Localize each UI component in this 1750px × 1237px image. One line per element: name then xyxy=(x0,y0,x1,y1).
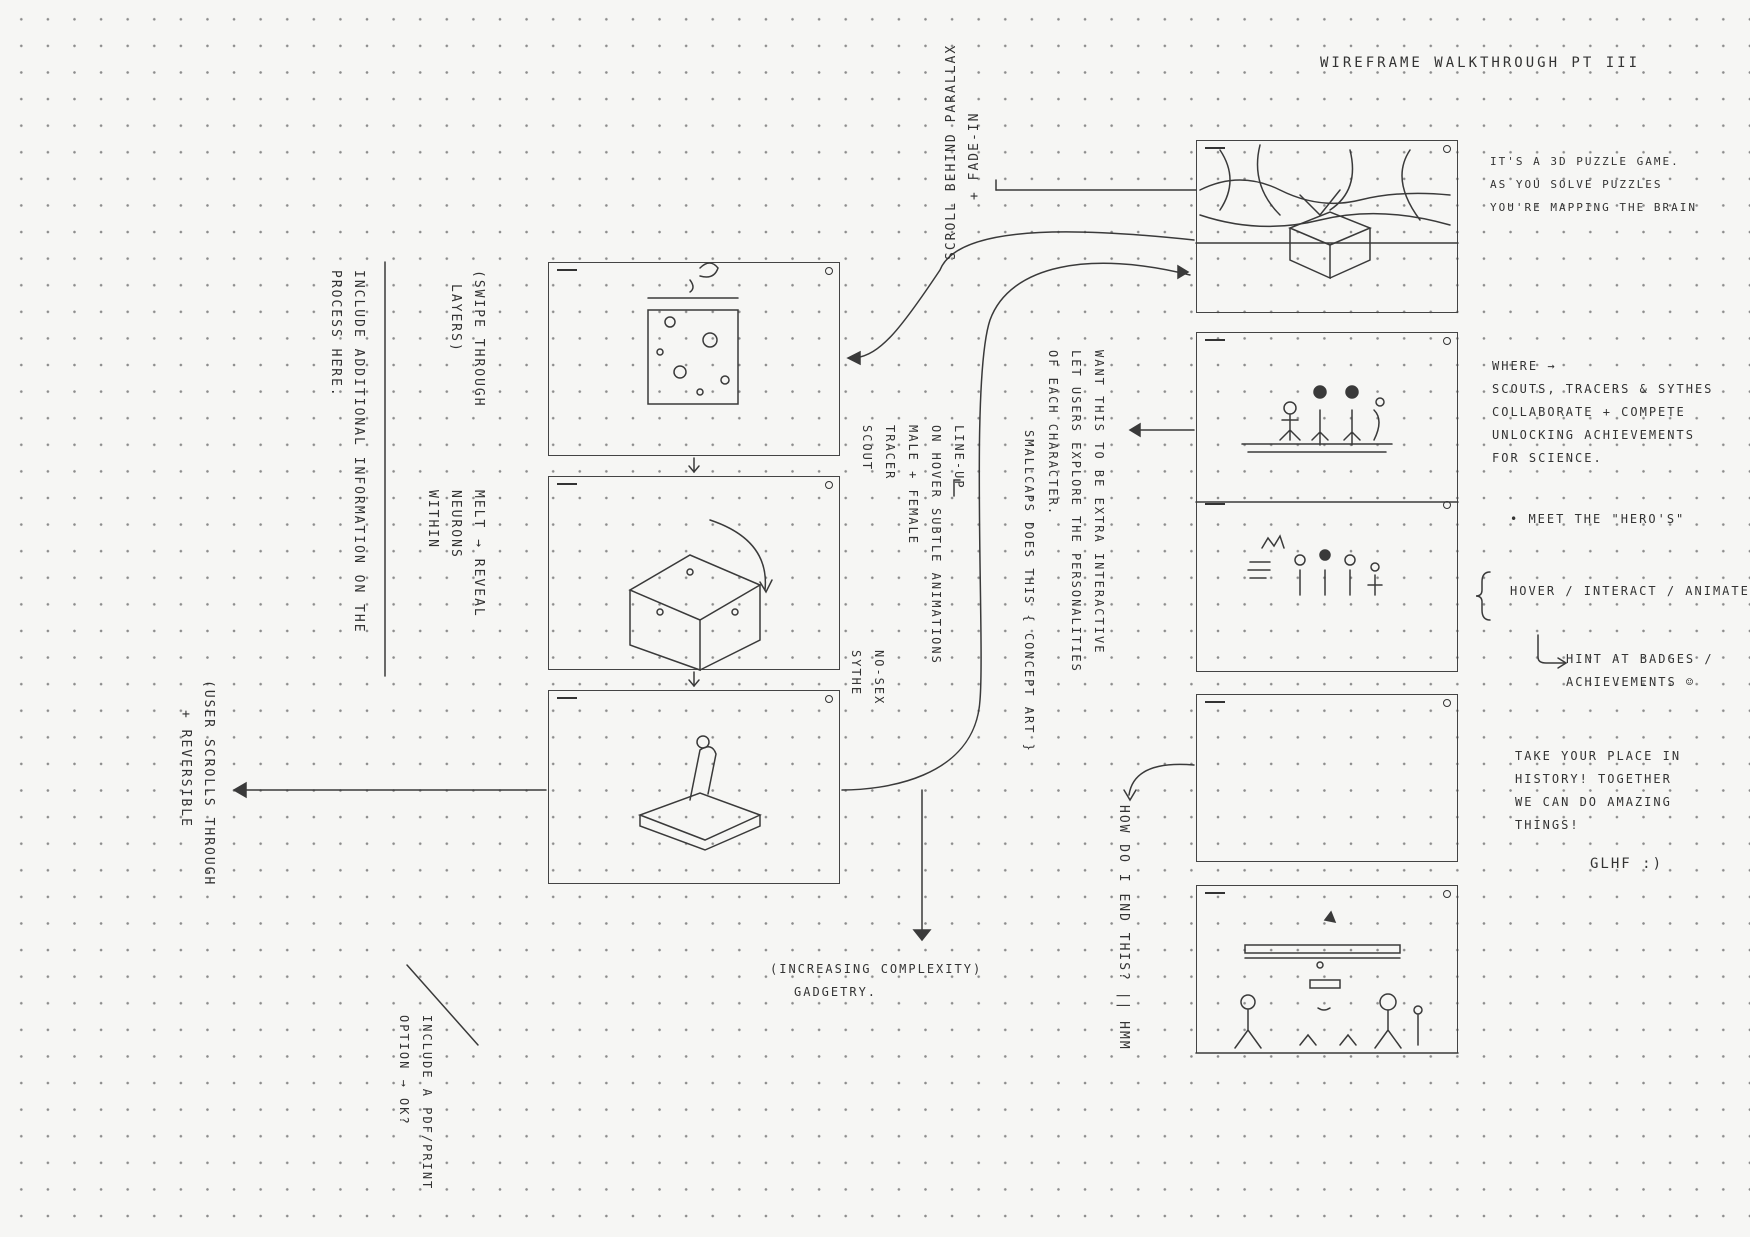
note-melt-reveal: Melt → reveal neurons within xyxy=(421,490,490,618)
note-meet-heros: • Meet the "Hero's" xyxy=(1510,508,1685,531)
note-no-sex: No-sex Sythe xyxy=(844,650,890,705)
note-glhf: GLHF :) xyxy=(1590,853,1663,876)
connector-brain-to-layers xyxy=(855,232,1194,358)
connector-end xyxy=(1129,764,1194,795)
note-take-place: Take your place in history! Together we … xyxy=(1515,745,1681,837)
note-hint-badges: Hint at badges / achievements ☺ xyxy=(1566,648,1714,694)
note-include-info: Include additional information on the pr… xyxy=(324,270,370,634)
note-line-up: Line-up On hover subtle animations Male … xyxy=(855,425,970,665)
note-smallcaps: Smallcaps does this { concept art } xyxy=(1017,430,1040,753)
note-swipe-layers: (Swipe through layers) xyxy=(444,270,490,408)
note-include-pdf: Include a PDF/Print option → ok? xyxy=(392,1015,438,1190)
note-where: Where → Scouts, Tracers & Sythes collabo… xyxy=(1492,355,1713,470)
note-user-scrolls: (User scrolls through + reversible xyxy=(174,680,220,886)
note-hover-interact: Hover / interact / animate xyxy=(1510,580,1750,603)
note-puzzle-game: It's a 3D puzzle game. As you solve puzz… xyxy=(1490,150,1697,219)
note-how-end: How do I end this? || Hmm xyxy=(1112,805,1135,1051)
note-increasing-complexity: (Increasing complexity) gadgetry. xyxy=(770,958,982,1004)
note-scroll-parallax: Scroll behind parallax + fade-in xyxy=(940,44,986,260)
note-extra-interactive: Want this to be extra interactive Let us… xyxy=(1041,350,1110,673)
